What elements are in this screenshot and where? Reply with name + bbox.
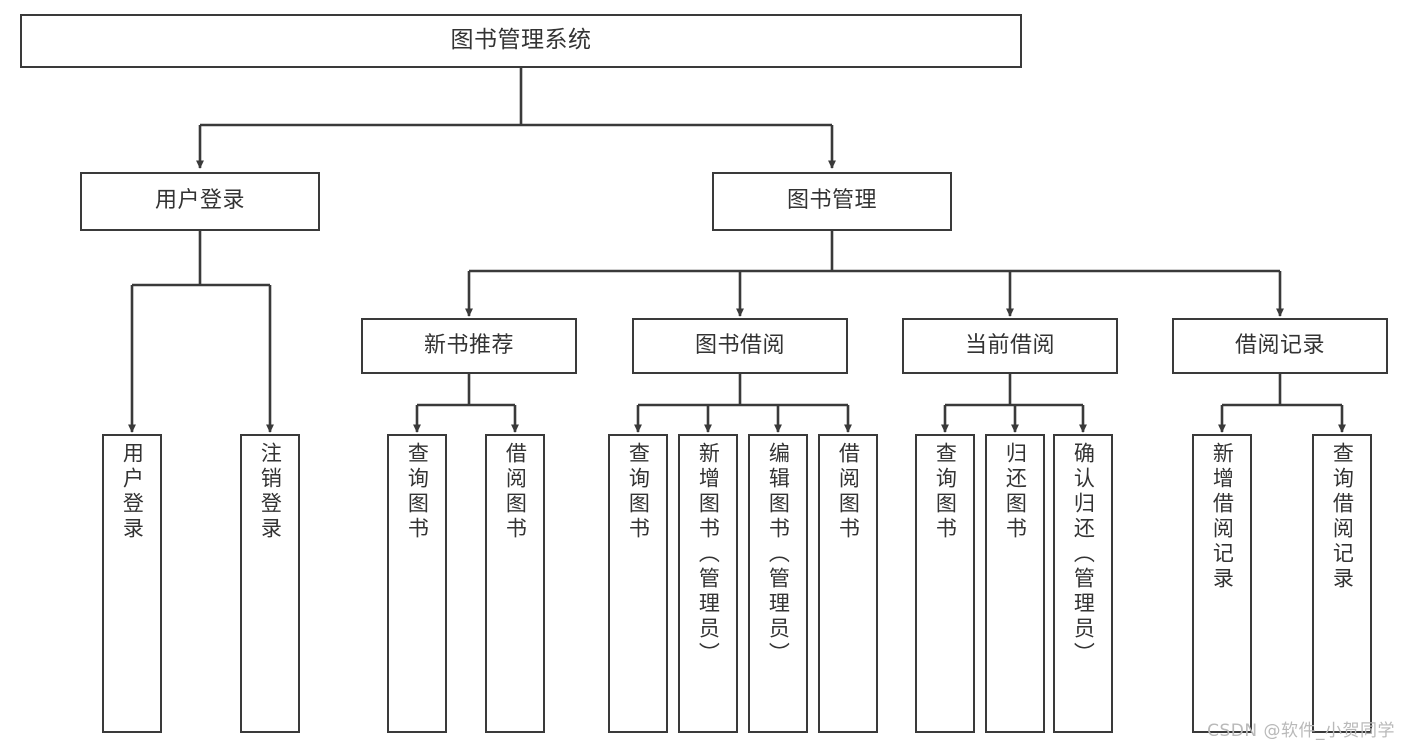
node-leaf-query-book-3[interactable]: 查询图书 (915, 434, 975, 733)
node-label: 编辑图书（管理员） (766, 442, 791, 667)
node-book-management[interactable]: 图书管理 (712, 172, 952, 231)
node-label: 当前借阅 (964, 332, 1055, 358)
node-new-book-recommend[interactable]: 新书推荐 (361, 318, 577, 374)
node-leaf-query-book-2[interactable]: 查询图书 (608, 434, 668, 733)
node-leaf-query-book-1[interactable]: 查询图书 (387, 434, 447, 733)
node-label: 新书推荐 (423, 332, 514, 358)
node-leaf-edit-book[interactable]: 编辑图书（管理员） (748, 434, 808, 733)
node-leaf-add-book[interactable]: 新增图书（管理员） (678, 434, 738, 733)
node-label: 新增借阅记录 (1210, 442, 1235, 592)
node-leaf-add-record[interactable]: 新增借阅记录 (1192, 434, 1252, 733)
node-label: 查询借阅记录 (1330, 442, 1355, 592)
node-current-borrow[interactable]: 当前借阅 (902, 318, 1118, 374)
node-leaf-logout-login[interactable]: 注销登录 (240, 434, 300, 733)
node-label: 新增图书（管理员） (696, 442, 721, 667)
node-label: 查询图书 (405, 442, 430, 542)
watermark-text: CSDN @软件_小贺同学 (1207, 721, 1395, 741)
node-label: 借阅记录 (1234, 332, 1325, 358)
connector-lines (128, 68, 1346, 433)
node-label: 查询图书 (933, 442, 958, 542)
node-label: 借阅图书 (503, 442, 528, 542)
node-label: 确认归还（管理员） (1071, 442, 1096, 667)
node-label: 借阅图书 (836, 442, 861, 542)
node-leaf-return-book[interactable]: 归还图书 (985, 434, 1045, 733)
node-leaf-user-login[interactable]: 用户登录 (102, 434, 162, 733)
node-leaf-query-record[interactable]: 查询借阅记录 (1312, 434, 1372, 733)
node-label: 图书管理 (786, 188, 877, 214)
node-label: 图书借阅 (694, 332, 785, 358)
node-leaf-borrow-book-2[interactable]: 借阅图书 (818, 434, 878, 733)
node-label: 图书管理系统 (450, 27, 592, 54)
node-user-login[interactable]: 用户登录 (80, 172, 320, 231)
node-leaf-confirm-return[interactable]: 确认归还（管理员） (1053, 434, 1113, 733)
node-label: 用户登录 (154, 188, 245, 214)
node-label: 查询图书 (626, 442, 651, 542)
node-borrow-record[interactable]: 借阅记录 (1172, 318, 1388, 374)
node-label: 注销登录 (258, 442, 283, 542)
node-label: 归还图书 (1003, 442, 1028, 542)
node-root-book-management-system[interactable]: 图书管理系统 (20, 14, 1022, 68)
node-leaf-borrow-book-1[interactable]: 借阅图书 (485, 434, 545, 733)
node-book-borrow[interactable]: 图书借阅 (632, 318, 848, 374)
node-label: 用户登录 (120, 442, 145, 542)
